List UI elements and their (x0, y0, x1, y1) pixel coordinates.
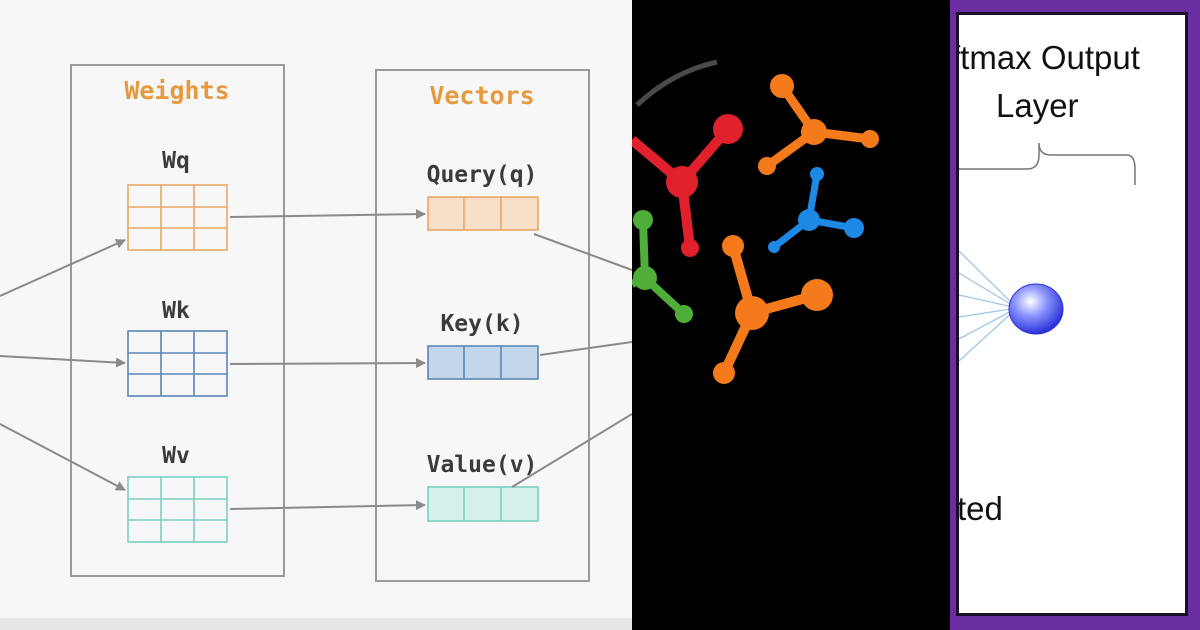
red-molecule (632, 114, 743, 257)
key-label: Key(k) (440, 311, 523, 337)
molecule-graphic-svg (632, 59, 879, 384)
vectors-frame (375, 69, 590, 582)
softmax-layer-svg (959, 142, 1136, 362)
wk-matrix (127, 330, 228, 397)
wv-label: Wv (162, 443, 190, 469)
molecule-graphic-panel (632, 0, 950, 630)
wq-label: Wq (162, 148, 190, 174)
softmax-slide-panel: ftmax Output Layer (950, 0, 1200, 630)
attention-diagram-svg: Weights Vectors Wq Wk Wv Query(q) Key(k)… (0, 64, 632, 630)
query-vector (427, 196, 539, 231)
weights-title: Weights (124, 76, 229, 105)
grey-arc (635, 59, 718, 107)
slide-canvas: ftmax Output Layer (959, 15, 1185, 613)
value-vector (427, 486, 539, 522)
wv-matrix (127, 476, 228, 543)
orange-molecule-top (758, 74, 879, 175)
value-label: Value(v) (427, 452, 538, 478)
output-lines (511, 233, 632, 488)
slide-frame: ftmax Output Layer (956, 12, 1188, 616)
projection-arrows (229, 209, 426, 511)
weights-frame (70, 64, 285, 577)
green-molecule (632, 210, 693, 323)
slide-title-line2: Layer (996, 87, 1079, 124)
attention-diagram-panel: Weights Vectors Wq Wk Wv Query(q) Key(k)… (0, 64, 632, 630)
slide-bottom-text: ted (959, 490, 1003, 527)
slide-title-line1: ftmax Output (959, 39, 1140, 76)
wk-label: Wk (162, 298, 190, 324)
input-arrows (0, 239, 126, 491)
connection-lines (959, 250, 1018, 362)
output-node (1008, 283, 1064, 335)
orange-molecule-bottom (713, 235, 833, 384)
query-label: Query(q) (427, 162, 538, 188)
layer-brace (959, 142, 1136, 185)
blue-molecule (768, 167, 864, 253)
vectors-title: Vectors (429, 81, 534, 110)
wq-matrix (127, 184, 228, 251)
key-vector (427, 345, 539, 380)
bottom-shadow (0, 618, 632, 630)
